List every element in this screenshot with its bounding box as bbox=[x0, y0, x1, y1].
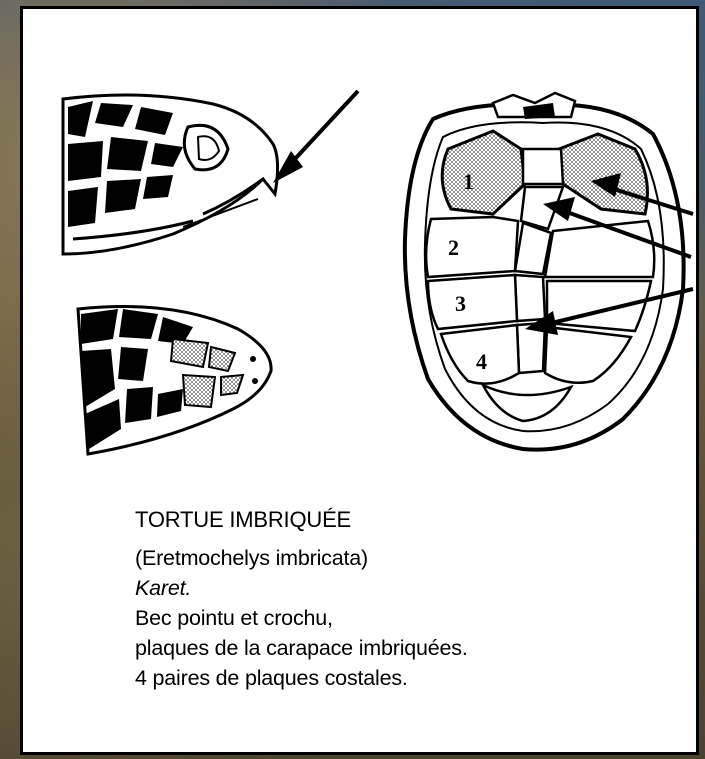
local-name: Karet. bbox=[135, 573, 705, 603]
species-caption: TORTUE IMBRIQUÉE (Eretmochelys imbricata… bbox=[135, 505, 705, 693]
carapace-label-1: 1 bbox=[463, 169, 474, 194]
carapace-label-2: 2 bbox=[448, 235, 459, 260]
costals-description: 4 paires de plaques costales. bbox=[135, 663, 705, 693]
carapace-label-4: 4 bbox=[476, 349, 487, 374]
head-top-view bbox=[78, 307, 271, 455]
turtle-illustration: 1 2 3 4 bbox=[23, 9, 702, 489]
carapace-label-3: 3 bbox=[455, 291, 466, 316]
carapace-diagram: 1 2 3 4 bbox=[405, 93, 693, 450]
scientific-name: (Eretmochelys imbricata) bbox=[135, 543, 705, 573]
head-side-view bbox=[63, 91, 358, 254]
species-title: TORTUE IMBRIQUÉE bbox=[135, 505, 705, 535]
illustration-panel: 1 2 3 4 TORTUE IMBRIQUÉE (Eretmochelys i… bbox=[20, 6, 699, 755]
scutes-description: plaques de la carapace imbriquées. bbox=[135, 633, 705, 663]
beak-description: Bec pointu et crochu, bbox=[135, 603, 705, 633]
